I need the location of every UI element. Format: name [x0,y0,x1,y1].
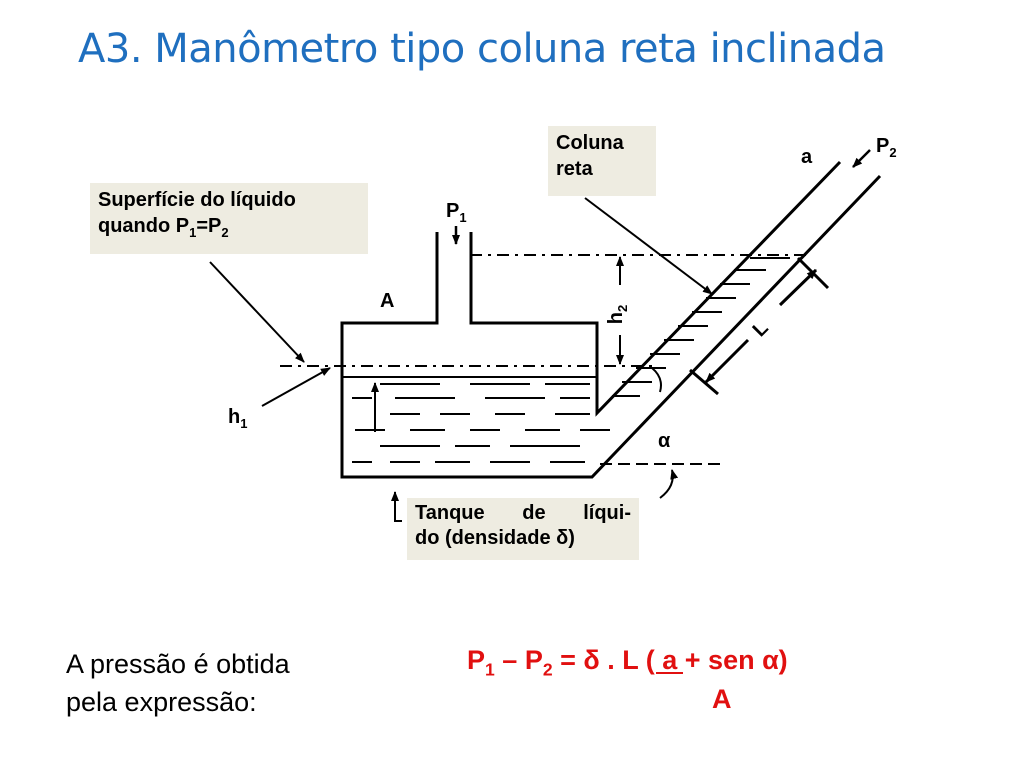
tank-outline [340,160,882,479]
label-alpha: α [658,430,671,452]
pressure-formula: P1 – P2 = δ . L ( a + sen α) [467,645,788,680]
tank-pointer [391,491,402,522]
alpha-arc-upper [651,367,662,393]
explanation-line2: pela expressão: [66,687,257,717]
surface-callout-box: Superfície do líquido quando P1=P2 [90,183,368,254]
explanation-line1: A pressão é obtida [66,649,290,679]
label-p2: P2 [876,135,897,160]
tank-callout-box: Tanque de líqui- do (densidade δ) [407,498,639,560]
surface-callout-line2: quando P1=P2 [98,215,229,240]
tank-callout-line1: Tanque de líqui- [415,502,631,524]
explanation-text: A pressão é obtida pela expressão: [66,645,290,721]
L-extension-bottom [689,368,719,396]
formula-numerator: a [656,645,684,675]
label-p1: P1 [446,200,467,225]
column-pointer [584,197,713,295]
page-title: A3. Manômetro tipo coluna reta inclinada [78,26,886,72]
tank-callout-line2: do (densidade δ) [415,527,575,549]
column-callout-box: Coluna reta [548,126,656,196]
p2-arrow [852,149,871,168]
h1-pointer [261,367,331,407]
label-A-area: A [380,290,395,312]
label-h1: h1 [228,406,248,431]
surface-pointer [209,261,305,363]
manometer-diagram [209,149,882,522]
formula-denominator: A [712,684,732,714]
surface-callout-line1: Superfície do líquido [98,189,296,211]
alpha-arc [659,469,679,499]
liquid-hatching [352,257,790,463]
L-arrow-up [778,268,818,307]
column-callout-line2: reta [556,158,593,180]
label-a-small: a [801,146,813,168]
column-callout-line1: Coluna [556,132,624,154]
L-arrow-down [704,338,750,384]
label-h2: h2 [605,304,631,325]
